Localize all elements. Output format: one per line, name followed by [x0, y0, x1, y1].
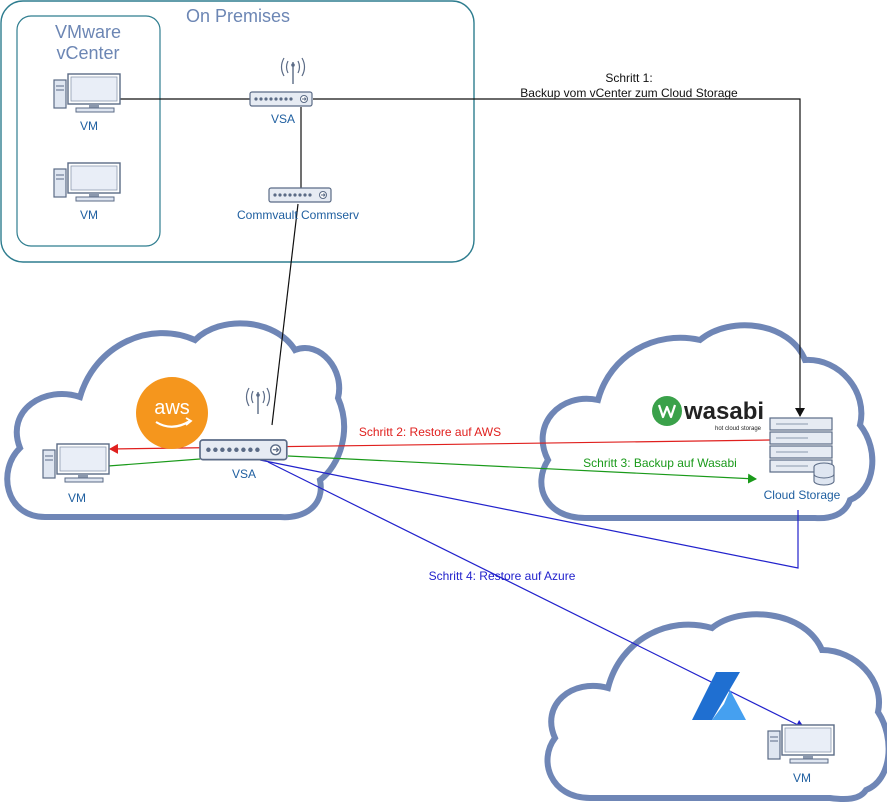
step4-label: Schritt 4: Restore auf Azure	[429, 569, 576, 583]
step1-connector	[313, 98, 805, 417]
vcenter-frame	[16, 15, 161, 247]
vm-aws-label: VM	[68, 491, 86, 505]
step3-connector	[287, 455, 757, 484]
step2-label: Schritt 2: Restore auf AWS	[359, 425, 501, 439]
step1-label-line2: Backup vom vCenter zum Cloud Storage	[520, 86, 738, 100]
cloud-storage-label: Cloud Storage	[764, 488, 841, 502]
on-premises-title: On Premises	[186, 6, 290, 26]
vsa-onprem-label: VSA	[271, 112, 295, 126]
aws-logo-text: aws	[154, 397, 190, 419]
step3-label: Schritt 3: Backup auf Wasabi	[583, 456, 737, 470]
step4-connector-a	[259, 459, 799, 569]
vcenter-title-line1: VMware	[55, 22, 121, 42]
wasabi-tagline: hot cloud storage	[715, 426, 762, 432]
vm-azure-label: VM	[793, 771, 811, 785]
vm-top-label: VM	[80, 119, 98, 133]
step1-label-line1: Schritt 1:	[605, 71, 652, 85]
vsa-aws-label: VSA	[232, 467, 256, 481]
wasabi-logo: wasabi hot cloud storage	[652, 396, 764, 432]
vsa-onprem-icon	[249, 91, 313, 107]
cloud-storage-icon	[769, 417, 835, 486]
vcenter-title-line2: vCenter	[56, 43, 119, 63]
commserv-icon	[268, 187, 332, 203]
commserv-label: Commvault Commserv	[237, 208, 359, 222]
link-commserv-aws-vsa	[271, 203, 299, 426]
azure-logo	[692, 672, 746, 720]
vsa-aws-icon	[199, 439, 288, 461]
aws-logo: aws	[136, 377, 208, 449]
vm-bottom-label: VM	[80, 208, 98, 222]
wasabi-logo-text: wasabi	[683, 398, 764, 425]
vsa-vm-green-link	[107, 458, 201, 467]
